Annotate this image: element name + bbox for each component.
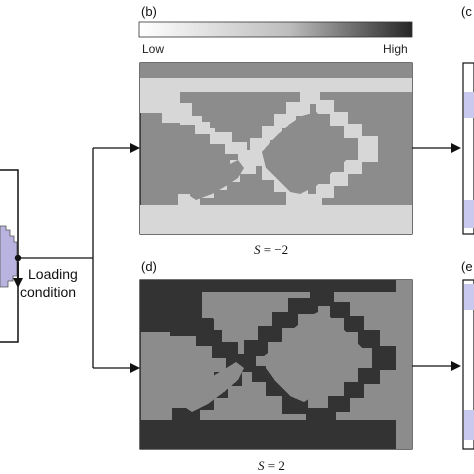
panel-b-tag: (b) (141, 4, 157, 19)
panel-b-structure (139, 62, 413, 235)
panel-d-structure (139, 279, 413, 450)
branch-connector (20, 143, 140, 373)
panel-d-tag: (d) (141, 259, 157, 274)
s-value-text: = 2 (264, 458, 285, 473)
left-design-domain (0, 169, 23, 343)
colorbar-low-label: Low (142, 42, 165, 56)
loading-label-line2: condition (20, 284, 77, 300)
colorbar-high-label: High (383, 42, 408, 56)
panel-c-tag: (c (461, 4, 472, 19)
s-symbol: S (254, 242, 261, 257)
load-point (14, 254, 22, 262)
panel-b-s-value: S = −2 (254, 243, 288, 256)
colorbar (138, 21, 413, 38)
panel-d-s-value: S = 2 (258, 459, 285, 472)
design-shape (0, 225, 18, 288)
panel-e-tag: (e (461, 259, 473, 274)
s-value-text: = −2 (260, 242, 289, 257)
s-symbol: S (258, 458, 265, 473)
right-partial-panels (412, 62, 474, 450)
loading-label-line1: Loading (28, 266, 78, 282)
